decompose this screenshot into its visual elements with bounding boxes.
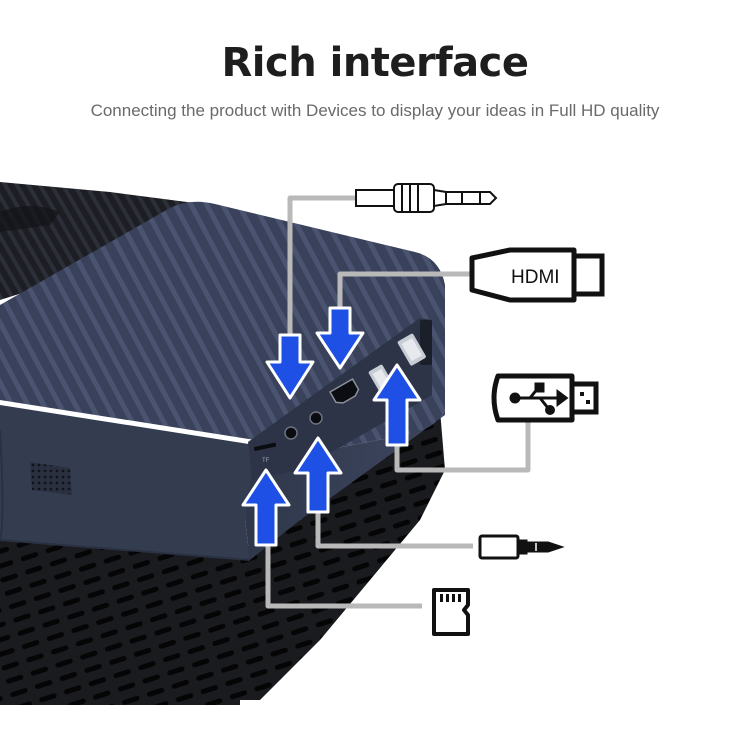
page-title: Rich interface (221, 40, 529, 86)
av-cable-icon (478, 534, 565, 560)
audio-arrow (265, 333, 315, 400)
audio-connector-line (287, 195, 358, 340)
hdmi-port (328, 377, 360, 404)
usb-arrow (372, 363, 422, 447)
hdmi-connector-line (337, 271, 475, 320)
hdmi-icon-label: HDMI (511, 267, 560, 288)
projector-rear-body (0, 182, 210, 300)
audio-port (284, 426, 298, 440)
usb-drive-icon (491, 373, 599, 423)
tf-arrow (241, 468, 291, 547)
port-panel: TF (248, 318, 432, 480)
hdmi-arrow (315, 306, 365, 370)
tf-slot (253, 442, 277, 452)
av-arrow (293, 436, 343, 514)
av-port (309, 411, 323, 425)
hdmi-cable-icon: HDMI (469, 247, 605, 303)
page-subtitle: Connecting the product with Devices to d… (90, 101, 660, 120)
blue-arrows (241, 306, 422, 547)
tf-connector-line (265, 520, 422, 609)
usb-port (397, 333, 426, 366)
audio-jack-icon (355, 183, 498, 213)
tf-port-label: TF (262, 458, 270, 464)
tf-card-icon (432, 588, 470, 636)
